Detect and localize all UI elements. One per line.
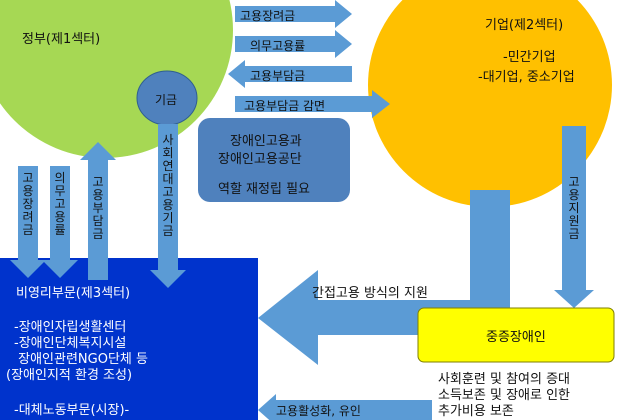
arrow-right-1 — [235, 0, 352, 28]
arrow-right-2 — [235, 30, 352, 58]
indirect-label: 간접고용 방식의 지원 — [312, 286, 428, 301]
arrow-label-4: 고용부담금 감면 — [244, 99, 326, 113]
arrow-label-1: 고용장려금 — [240, 9, 296, 23]
arrow-label-3: 고용부담금 — [250, 69, 306, 83]
fund-vertical-label: 사회연대고용기금 — [162, 133, 174, 238]
arrow-company-down — [554, 126, 594, 308]
nonprofit-item-3: 장애인관련NGO단체 등 — [14, 352, 148, 367]
bottom-arrow-label: 고용활성화, 유인 — [276, 404, 361, 418]
severe-box — [417, 307, 615, 363]
nonprofit-item-4: (장애인지적 환경 조성) — [6, 368, 133, 383]
arrow-fund-down — [150, 124, 186, 288]
nonprofit-market: -대체노동부문(시장)- — [14, 403, 130, 418]
nonprofit-title: 비영리부문(제3섹터) — [16, 286, 131, 301]
severe-title: 중증장애인 — [486, 330, 546, 345]
company-circle — [368, 0, 612, 207]
agency-line-3: 역할 재정립 필요 — [218, 182, 310, 197]
severe-desc-1: 사회훈련 및 참여의 증대 — [438, 372, 570, 387]
up-label-1: 고용부담금 — [92, 175, 104, 241]
down-label-2: 의무고용률 — [54, 171, 66, 237]
severe-desc-2: 소득보존 및 장애로 인한 — [438, 388, 570, 403]
fund-label: 기금 — [155, 93, 178, 107]
government-title: 정부(제1섹터) — [22, 32, 101, 47]
down-label-1: 고용장려금 — [22, 171, 34, 237]
company-line-1: -민간기업 — [503, 50, 556, 65]
arrow-label-2: 의무고용률 — [250, 39, 306, 53]
arrow-down-1 — [10, 166, 46, 278]
company-title: 기업(제2섹터) — [485, 18, 564, 33]
nonprofit-item-2: -장애인단체복지시설 — [14, 336, 127, 351]
arrow-left-1 — [228, 60, 352, 88]
agency-box — [198, 118, 350, 202]
arrow-bottom — [258, 394, 432, 420]
agency-line-1: 장애인고용과 — [230, 134, 302, 149]
company-down-label: 고용지원금 — [568, 175, 580, 241]
agency-line-2: 장애인고용공단 — [218, 152, 302, 167]
nonprofit-item-1: -장애인자립생활센터 — [14, 320, 127, 335]
arrow-up-1 — [80, 142, 116, 280]
arrow-right-3 — [235, 90, 390, 118]
nonprofit-box — [0, 258, 258, 420]
arrow-down-2 — [42, 166, 78, 278]
severe-desc-3: 추가비용 보존 — [438, 404, 514, 419]
company-line-2: -대기업, 중소기업 — [478, 70, 575, 85]
